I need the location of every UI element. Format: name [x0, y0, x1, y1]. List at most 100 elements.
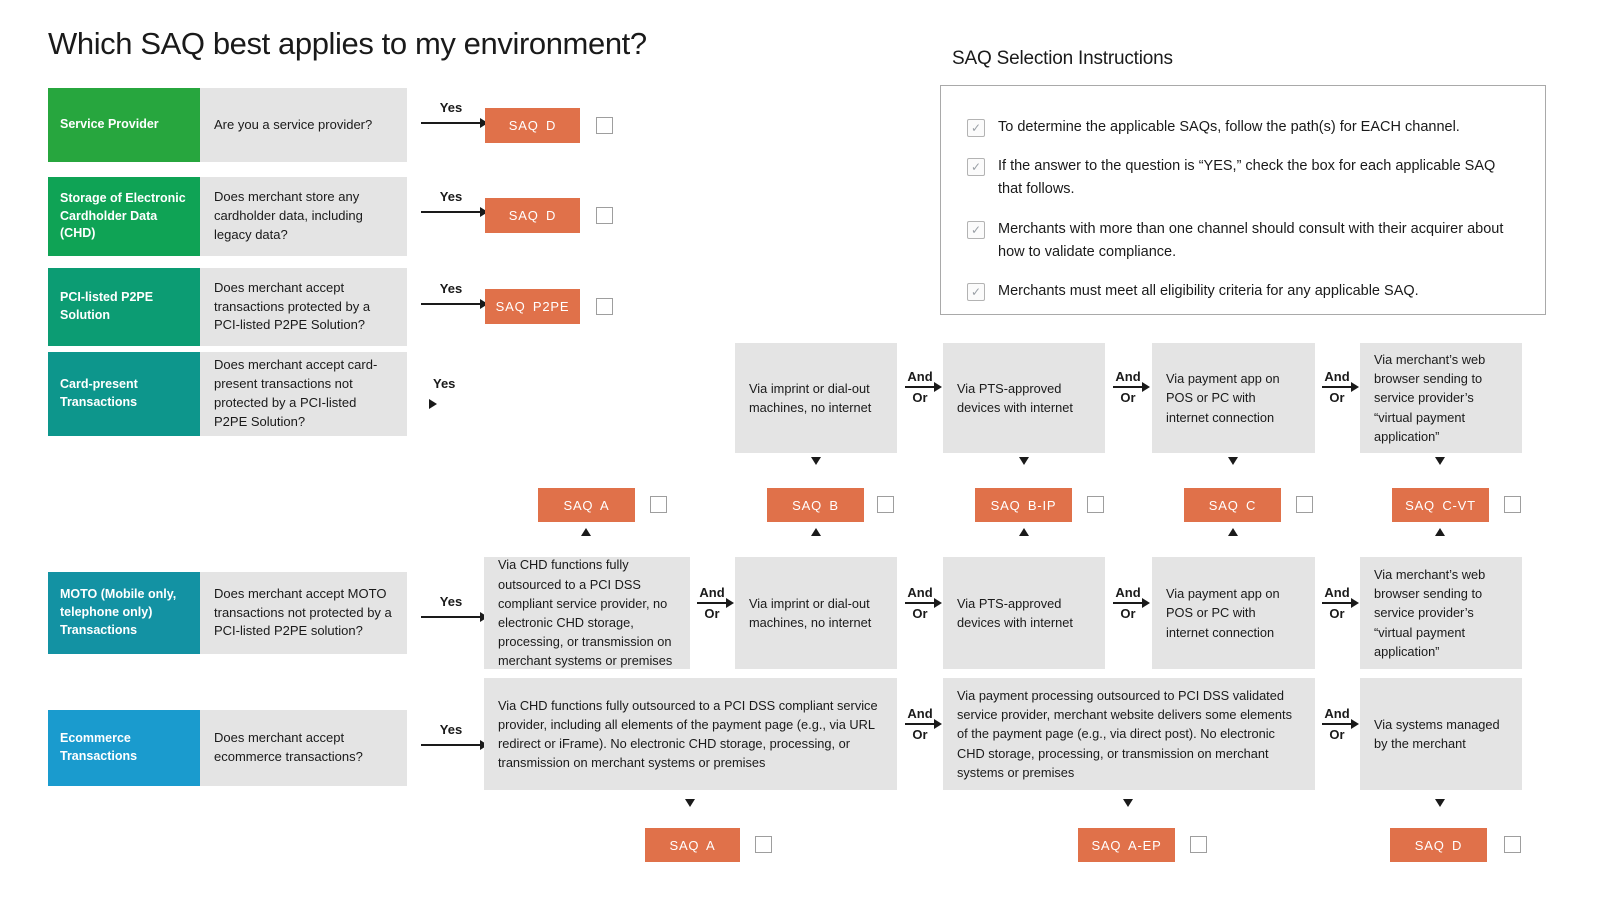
channel-label-text: Ecommerce Transactions	[60, 731, 138, 763]
arrow-right-icon	[421, 299, 488, 309]
saq-p2pe-checkbox[interactable]	[596, 298, 613, 315]
yes-connector: Yes	[421, 189, 488, 217]
and-or-connector: And Or	[902, 369, 942, 405]
saq-d-checkbox[interactable]	[596, 207, 613, 224]
ecom-channel-direct-post: Via payment processing outsourced to PCI…	[943, 678, 1315, 790]
yes-label: Yes	[433, 376, 456, 391]
channel-label-text: PCI-listed P2PE Solution	[60, 290, 154, 322]
instruction-item: ✓ Merchants with more than one channel s…	[967, 218, 1517, 264]
saq-node-p2pe: SAQ P2PE	[485, 289, 580, 324]
arrow-right-icon	[905, 598, 942, 608]
arrow-right-icon	[697, 598, 734, 608]
or-label: Or	[1120, 606, 1136, 621]
channel-label-text: Card-present Transactions	[60, 377, 138, 409]
moto-channel-outsourced: Via CHD functions fully outsourced to a …	[484, 557, 690, 669]
saq-b-checkbox[interactable]	[877, 496, 894, 513]
cp-channel-payment-app: Via payment app on POS or PC with intern…	[1152, 343, 1315, 453]
and-or-connector: And Or	[1319, 706, 1359, 742]
channel-label-moto: MOTO (Mobile only, telephone only) Trans…	[48, 572, 200, 654]
saq-a-checkbox[interactable]	[755, 836, 772, 853]
instructions-panel: ✓ To determine the applicable SAQs, foll…	[940, 85, 1546, 315]
arrow-right-icon	[1113, 382, 1150, 392]
or-label: Or	[1329, 727, 1345, 742]
arrow-right-icon	[1322, 382, 1359, 392]
instruction-item: ✓ Merchants must meet all eligibility cr…	[967, 280, 1517, 303]
saq-a-ep-checkbox[interactable]	[1190, 836, 1207, 853]
yes-connector: Yes	[421, 722, 488, 750]
and-or-connector: And Or	[1319, 585, 1359, 621]
arrow-right-icon	[1322, 598, 1359, 608]
and-label: And	[907, 706, 933, 721]
arrow-right-icon	[421, 207, 488, 217]
checked-checkbox-icon: ✓	[967, 220, 985, 239]
and-label: And	[699, 585, 725, 600]
arrow-right-icon	[421, 740, 488, 750]
saq-a-checkbox[interactable]	[650, 496, 667, 513]
instruction-text: If the answer to the question is “YES,” …	[998, 158, 1496, 198]
saq-node-d: SAQ D	[485, 198, 580, 233]
saq-b-ip-checkbox[interactable]	[1087, 496, 1104, 513]
saq-node-b-ip: SAQ B-IP	[975, 488, 1072, 522]
question-card-present: Does merchant accept card-present transa…	[200, 352, 407, 436]
or-label: Or	[1120, 390, 1136, 405]
arrow-right-icon	[1322, 719, 1359, 729]
and-or-connector: And Or	[902, 706, 942, 742]
saq-node-c-vt: SAQ C-VT	[1392, 488, 1489, 522]
channel-label-p2pe: PCI-listed P2PE Solution	[48, 268, 200, 346]
checked-checkbox-icon: ✓	[967, 282, 985, 301]
or-label: Or	[1329, 390, 1345, 405]
yes-label: Yes	[439, 722, 463, 737]
arrow-right-icon	[421, 612, 488, 622]
ecom-channel-merchant-systems: Via systems managed by the merchant	[1360, 678, 1522, 790]
question-ecommerce: Does merchant accept ecommerce transacti…	[200, 710, 407, 786]
page-title: Which SAQ best applies to my environment…	[48, 26, 647, 61]
instruction-item: ✓ If the answer to the question is “YES,…	[967, 155, 1517, 201]
yes-label: Yes	[439, 281, 463, 296]
cp-channel-web-browser: Via merchant’s web browser sending to se…	[1360, 343, 1522, 453]
saq-node-d: SAQ D	[485, 108, 580, 143]
and-or-connector: And Or	[1110, 369, 1150, 405]
channel-label-text: MOTO (Mobile only, telephone only) Trans…	[60, 587, 177, 637]
saq-node-a: SAQ A	[538, 488, 635, 522]
cp-channel-imprint: Via imprint or dial-out machines, no int…	[735, 343, 897, 453]
and-label: And	[1324, 706, 1350, 721]
or-label: Or	[912, 606, 928, 621]
saq-node-d: SAQ D	[1390, 828, 1487, 862]
checked-checkbox-icon: ✓	[967, 158, 985, 177]
yes-connector: Yes	[421, 100, 488, 128]
or-label: Or	[1329, 606, 1345, 621]
saq-c-vt-checkbox[interactable]	[1504, 496, 1521, 513]
and-label: And	[1115, 369, 1141, 384]
yes-label: Yes	[439, 594, 463, 609]
arrow-right-icon	[1113, 598, 1150, 608]
and-label: And	[1324, 369, 1350, 384]
or-label: Or	[912, 390, 928, 405]
and-label: And	[1115, 585, 1141, 600]
moto-channel-payment-app: Via payment app on POS or PC with intern…	[1152, 557, 1315, 669]
question-p2pe: Does merchant accept transactions protec…	[200, 268, 407, 346]
and-label: And	[1324, 585, 1350, 600]
question-moto: Does merchant accept MOTO transactions n…	[200, 572, 407, 654]
arrow-right-icon	[905, 719, 942, 729]
moto-channel-web-browser: Via merchant’s web browser sending to se…	[1360, 557, 1522, 669]
saq-d-checkbox[interactable]	[596, 117, 613, 134]
yes-label: Yes	[439, 189, 463, 204]
channel-label-card-present: Card-present Transactions	[48, 352, 200, 436]
instruction-text: Merchants must meet all eligibility crit…	[998, 282, 1419, 299]
instruction-text: To determine the applicable SAQs, follow…	[998, 119, 1460, 135]
channel-label-storage-chd: Storage of Electronic Cardholder Data (C…	[48, 177, 200, 256]
saq-c-checkbox[interactable]	[1296, 496, 1313, 513]
channel-label-text: Storage of Electronic Cardholder Data (C…	[60, 190, 186, 241]
cp-channel-pts: Via PTS-approved devices with internet	[943, 343, 1105, 453]
and-or-connector: And Or	[1110, 585, 1150, 621]
yes-connector: Yes	[421, 594, 488, 622]
saq-d-checkbox[interactable]	[1504, 836, 1521, 853]
yes-label: Yes	[439, 100, 463, 115]
ecom-channel-outsourced: Via CHD functions fully outsourced to a …	[484, 678, 897, 790]
moto-channel-imprint: Via imprint or dial-out machines, no int…	[735, 557, 897, 669]
saq-node-c: SAQ C	[1184, 488, 1281, 522]
or-label: Or	[704, 606, 720, 621]
saq-node-b: SAQ B	[767, 488, 864, 522]
moto-channel-pts: Via PTS-approved devices with internet	[943, 557, 1105, 669]
